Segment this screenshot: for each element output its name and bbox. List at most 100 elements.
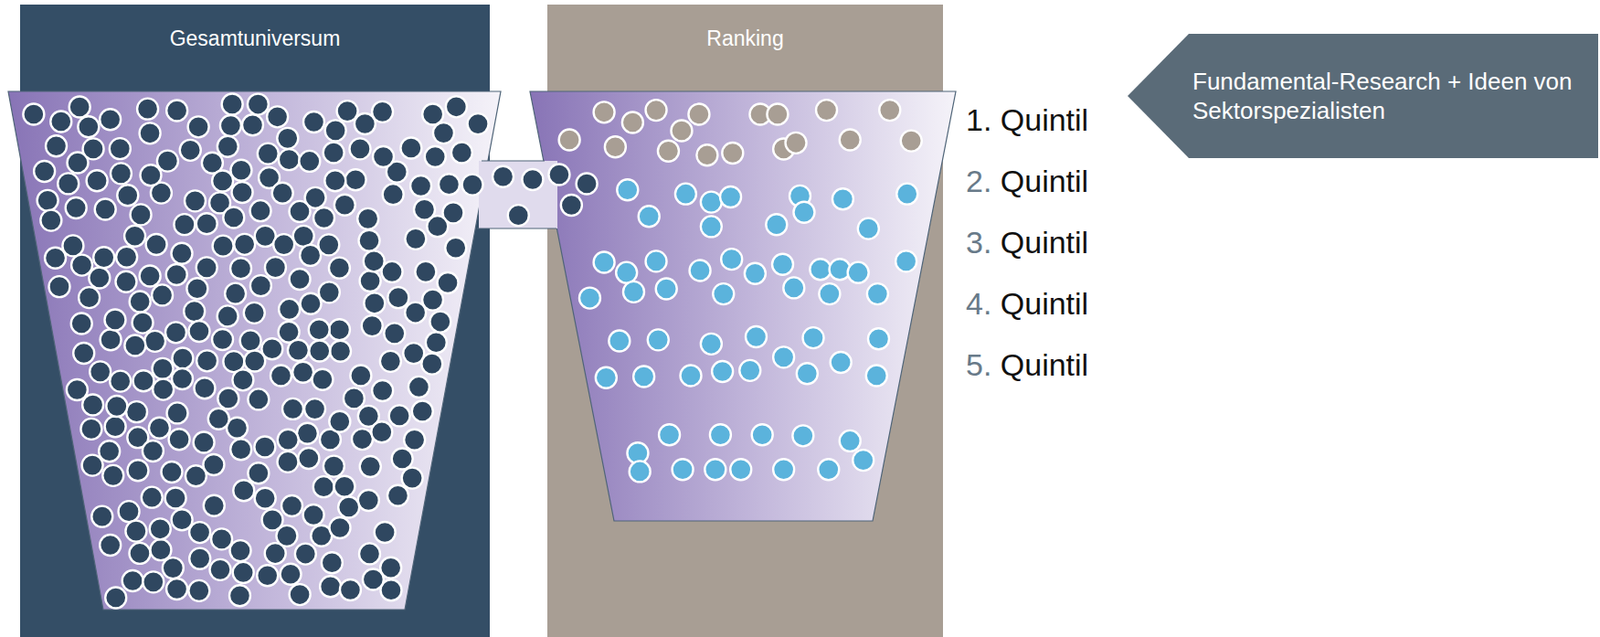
stock-dot: [230, 257, 252, 279]
stock-dot: [304, 398, 326, 420]
stock-dot: [100, 328, 122, 350]
stock-dot: [700, 333, 722, 355]
stock-dot: [166, 100, 188, 122]
stock-dot: [622, 112, 644, 134]
channel-fill: [478, 160, 558, 229]
stock-dot: [839, 430, 861, 452]
stock-dot: [593, 101, 615, 123]
stock-dot: [638, 205, 660, 227]
stock-dot: [672, 458, 694, 480]
stock-dot: [412, 400, 434, 422]
stock-dot: [445, 237, 467, 259]
stock-dot: [319, 428, 341, 450]
stock-dot: [247, 388, 269, 410]
stock-dot: [323, 455, 345, 477]
stock-dot: [224, 283, 246, 305]
stock-dot: [700, 191, 722, 213]
stock-dot: [105, 309, 127, 331]
stock-dot: [184, 190, 206, 212]
stock-dot: [879, 99, 901, 121]
stock-dot: [387, 485, 409, 507]
stock-dot: [299, 244, 321, 266]
stock-dot: [142, 571, 164, 593]
stock-dot: [77, 116, 99, 138]
stock-dot: [656, 278, 678, 300]
stock-dot: [508, 204, 530, 226]
stock-dot: [445, 95, 467, 117]
stock-dot: [325, 119, 347, 141]
stock-dot: [266, 105, 288, 128]
stock-dot: [429, 311, 451, 333]
stock-dot: [220, 115, 242, 137]
stock-dot: [258, 167, 280, 189]
stock-dot: [579, 287, 601, 309]
stock-dot: [629, 460, 651, 482]
stock-dot: [832, 188, 854, 210]
stock-dot: [521, 169, 543, 191]
stock-dot: [173, 213, 195, 235]
stock-dot: [233, 561, 255, 583]
stock-dot: [389, 404, 411, 426]
stock-dot: [222, 350, 244, 372]
stock-dot: [319, 575, 341, 597]
stock-dot: [328, 411, 350, 433]
stock-dot: [157, 150, 179, 172]
stock-dot: [408, 376, 430, 398]
stock-dot: [124, 225, 146, 247]
stock-dot: [292, 361, 314, 383]
stock-dot: [193, 377, 215, 399]
stock-dot: [604, 136, 626, 158]
stock-dot: [616, 179, 638, 201]
ranking-funnel: [529, 91, 956, 521]
stock-dot: [144, 330, 166, 352]
stock-dot: [593, 251, 615, 273]
stock-dot: [71, 313, 93, 335]
stock-dot: [293, 225, 315, 247]
stock-dot: [116, 246, 138, 268]
stock-dot: [626, 442, 648, 464]
stock-dot: [129, 290, 151, 312]
quintile-label: 4. Quintil: [965, 286, 1089, 321]
stock-dot: [71, 254, 93, 276]
stock-dot: [895, 250, 917, 272]
stock-dot: [323, 142, 345, 164]
stock-dot: [209, 191, 231, 213]
stock-dot: [282, 398, 304, 420]
stock-dot: [680, 364, 702, 386]
stock-dot: [766, 104, 788, 126]
stock-dot: [700, 215, 722, 237]
stock-dot: [321, 551, 343, 573]
stock-dot: [230, 438, 252, 460]
stock-dot: [858, 218, 880, 240]
stock-dot: [847, 262, 869, 284]
stock-dot: [165, 487, 187, 509]
stock-dot: [392, 447, 414, 469]
stock-dot: [426, 215, 448, 237]
stock-dot: [243, 302, 265, 324]
stock-dot: [839, 128, 861, 150]
stock-dots: [22, 94, 922, 609]
stock-dot: [270, 364, 292, 386]
stock-dot: [276, 127, 298, 149]
stock-dot: [211, 169, 234, 191]
stock-dot: [402, 342, 424, 364]
stock-dot: [80, 418, 102, 440]
stock-dot: [300, 293, 322, 315]
stock-dot: [264, 256, 287, 278]
stock-dot: [149, 518, 171, 540]
stock-dot: [280, 563, 302, 585]
stock-dot: [349, 137, 371, 159]
stock-dot: [165, 321, 187, 343]
stock-dot: [185, 465, 207, 487]
stock-dot: [337, 100, 359, 122]
stock-dot: [275, 525, 297, 547]
stock-dot: [152, 379, 174, 401]
stock-dot: [298, 150, 320, 172]
stock-dot: [50, 110, 72, 132]
stock-dot: [171, 508, 193, 530]
stock-dot: [576, 173, 598, 195]
stock-dot: [437, 272, 459, 294]
stock-dot: [125, 520, 147, 542]
stock-dot: [110, 162, 132, 184]
stock-dot: [289, 583, 311, 605]
